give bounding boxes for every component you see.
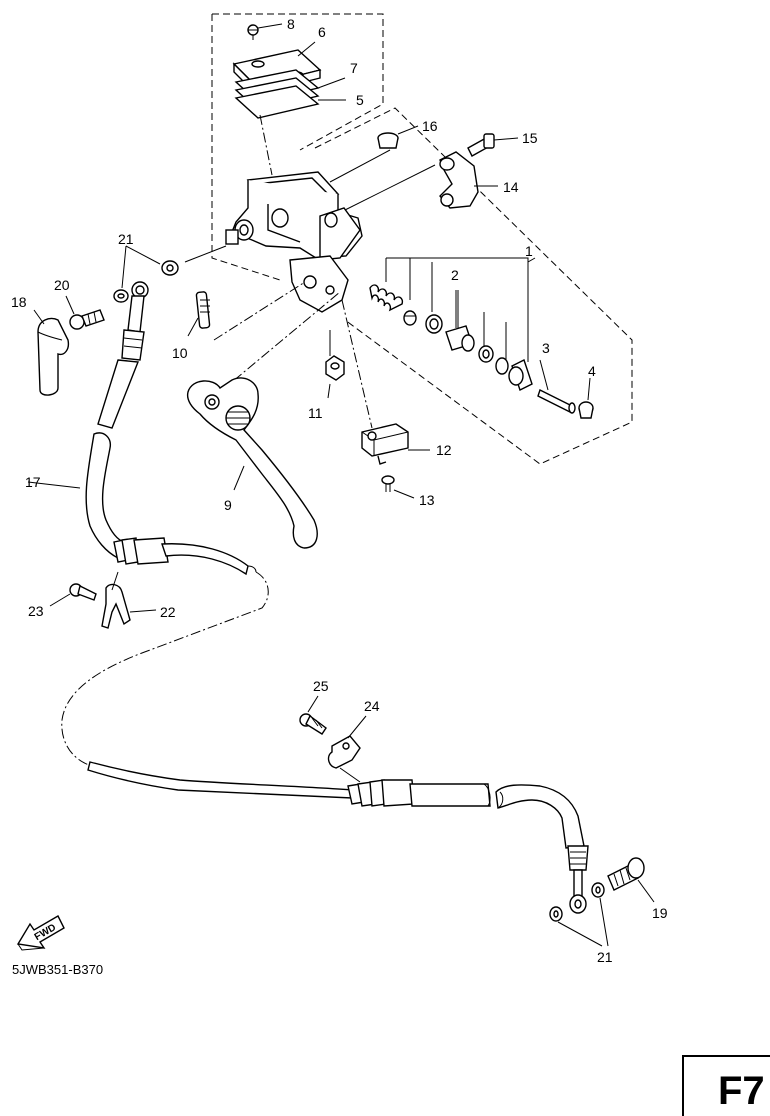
- callout-1: 1: [525, 243, 533, 259]
- dust-boot: [508, 359, 533, 391]
- piston-kit-group-box: [314, 107, 633, 465]
- reservoir-leader: [259, 114, 273, 176]
- callout-5: 5: [356, 92, 364, 108]
- push-rod-cap: [578, 377, 594, 419]
- callout-13: 13: [419, 492, 435, 508]
- hose-clamp: [101, 571, 157, 629]
- lower-hose-end: [495, 784, 589, 914]
- fwd-label: FWD: [33, 922, 58, 943]
- callout-23: 23: [28, 603, 44, 619]
- hose-fitting: [113, 537, 257, 576]
- clutch-hose: [27, 432, 125, 559]
- spring-seat: [403, 310, 417, 326]
- reservoir-group-box: [211, 13, 384, 281]
- union-bolt-right: [607, 857, 655, 903]
- callout-25: 25: [313, 678, 329, 694]
- hose-guide: [327, 715, 367, 783]
- callout-11: 11: [308, 405, 323, 421]
- banjo-leader: [184, 245, 227, 263]
- callout-20: 20: [54, 277, 70, 293]
- clutch-hose-upper: [97, 281, 149, 429]
- callout-12: 12: [436, 442, 452, 458]
- callout-19: 19: [652, 905, 668, 921]
- diagram-code: 5JWB351-B370: [12, 962, 103, 977]
- callout-3: 3: [542, 340, 550, 356]
- callout-15: 15: [522, 130, 538, 146]
- pivot-nut: [325, 330, 345, 399]
- lower-hose: [87, 761, 491, 807]
- piston-kit-leaders: [385, 257, 536, 362]
- page-tag: F7: [718, 1069, 765, 1113]
- callout-18: 18: [11, 294, 27, 310]
- lever-bracket: [289, 255, 349, 313]
- piston: [445, 290, 475, 352]
- callout-24: 24: [364, 698, 380, 714]
- callout-9: 9: [224, 497, 232, 513]
- cup-primary: [425, 314, 443, 334]
- circlip: [495, 357, 509, 375]
- hose-cover: [33, 309, 70, 396]
- lever-leader: [219, 291, 341, 393]
- gasket-left: [113, 245, 179, 303]
- switch-leader: [341, 299, 373, 429]
- callout-7: 7: [350, 60, 358, 76]
- cap-leader: [329, 149, 391, 183]
- callout-14: 14: [503, 179, 519, 195]
- reservoir-plug: [377, 125, 419, 149]
- push-rod: [537, 359, 576, 414]
- holder-bolt: [467, 133, 519, 157]
- switch-screw: [381, 475, 415, 499]
- callout-17: 17: [25, 474, 41, 490]
- clamp-bolt: [49, 583, 97, 607]
- hose-route-line: [61, 571, 269, 767]
- master-cylinder-body: [225, 171, 363, 261]
- page-tag-box: F7: [682, 1055, 770, 1116]
- callout-numbers: 1 2 3 4 5 6 7 8 9 10 11 12 13 14 15 16 1…: [11, 16, 668, 965]
- callout-10: 10: [172, 345, 188, 361]
- guide-bolt: [299, 695, 327, 735]
- pivot-bolt: [187, 291, 211, 337]
- diaphragm: [234, 77, 346, 119]
- piston-spring: [369, 284, 404, 312]
- callout-8: 8: [287, 16, 295, 32]
- reservoir-cap-screw: [247, 23, 283, 40]
- callout-6: 6: [318, 24, 326, 40]
- callout-22: 22: [160, 604, 176, 620]
- callout-21-lower: 21: [597, 949, 613, 965]
- callout-2: 2: [451, 267, 459, 283]
- gasket-right: [549, 882, 609, 947]
- clutch-lever: [186, 377, 318, 549]
- cup-secondary: [478, 345, 494, 363]
- callout-4: 4: [588, 363, 596, 379]
- master-cylinder-holder: [439, 151, 498, 209]
- holder-leader: [344, 164, 436, 211]
- clutch-switch: [361, 423, 430, 465]
- callout-16: 16: [422, 118, 438, 134]
- pivot-leader: [213, 281, 306, 341]
- fwd-arrow-icon: FWD: [16, 915, 65, 951]
- union-bolt-left: [65, 295, 105, 330]
- callout-21-upper: 21: [118, 231, 134, 247]
